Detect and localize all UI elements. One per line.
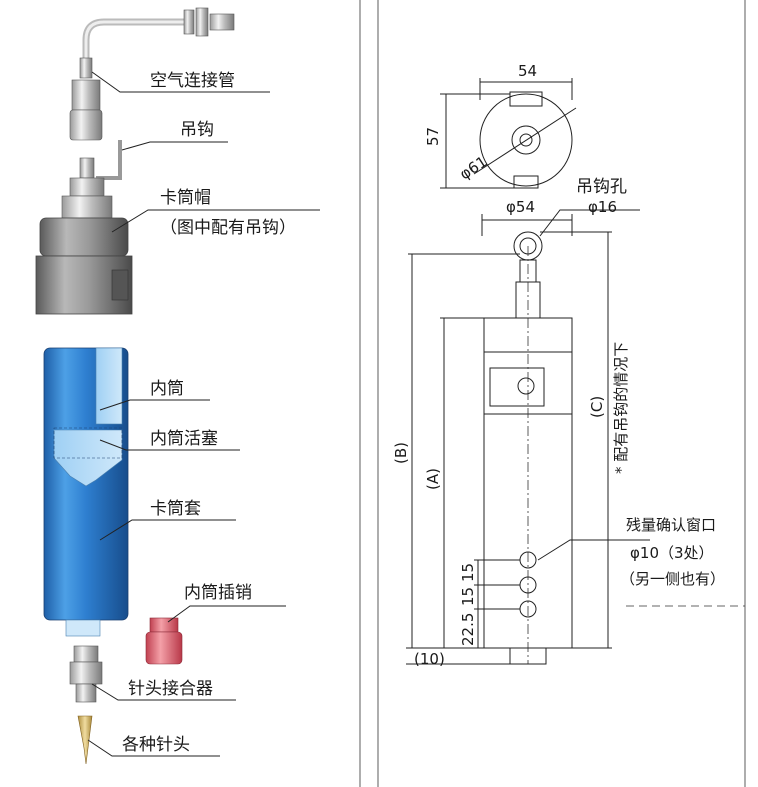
label-cap-note: （图中配有吊钩） [160,218,296,238]
dim-width-top: 54 [518,62,537,80]
leader-hook [121,141,228,151]
label-needles: 各种针头 [122,735,190,755]
label-hook-hole: 吊钩孔 [576,177,627,197]
label-inner-tube: 内筒 [150,379,184,399]
leader-inner-piston [99,439,240,451]
dim-c-note: * 配有吊钩的情况下 [612,342,630,474]
dim-dia-cap: φ61 [456,152,490,183]
cap-part [35,177,133,315]
bottom-length: (10) [414,650,445,668]
label-air-hose: 空气连接管 [150,71,235,91]
leader-needles [87,739,220,757]
label-cap: 卡筒帽 [160,188,211,208]
pitch-2: 15 [459,587,477,606]
pin-part [145,617,183,665]
dim-hook-hole-dia: φ16 [588,198,617,216]
needles-part [77,715,93,765]
needle-adapter-part [69,645,103,703]
sleeve-part [43,347,129,637]
leader-inner-tube [99,399,210,411]
dim-dia-body: φ54 [506,198,535,216]
window-note: （另一侧也有） [620,570,725,588]
dim-a: (A) [424,468,442,490]
top-view [440,78,577,189]
label-hook: 吊钩 [180,120,214,140]
leader-window [537,539,650,561]
hook-part [79,140,122,180]
label-pin: 内筒插销 [184,583,252,603]
label-inner-piston: 内筒活塞 [150,429,218,449]
window-dia: φ10（3处） [630,544,714,562]
dim-b: (B) [392,442,410,464]
pitch-1: 15 [459,563,477,582]
leader-sleeve [99,519,236,541]
leader-air-hose [91,71,270,93]
label-needle-adapter: 针头接合器 [128,679,213,699]
leader-pin [167,605,286,623]
leader-hook-hole [539,209,640,237]
leader-needle-adapter [91,683,236,701]
dim-height-top: 57 [424,127,442,146]
air-hose-part [69,7,235,141]
side-view [481,214,573,665]
label-window: 残量确认窗口 [626,516,716,534]
pitch-3: 22.5 [459,613,477,646]
label-sleeve: 卡筒套 [150,499,201,519]
leader-cap [111,209,320,233]
dim-c: (C) [588,396,606,418]
